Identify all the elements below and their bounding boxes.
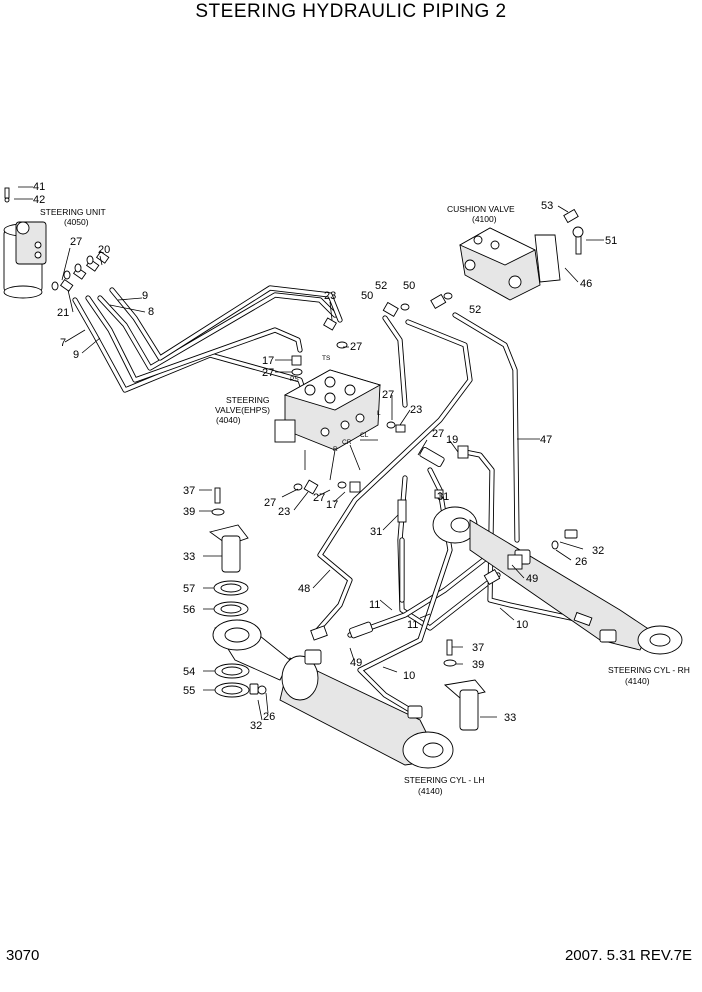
callout-51: 51 xyxy=(605,235,617,247)
callout-50: 50 xyxy=(403,280,415,292)
callout-37: 37 xyxy=(472,642,484,654)
callout-19: 19 xyxy=(446,434,458,446)
callout-27-b: 27 xyxy=(432,428,444,440)
cushion-valve xyxy=(459,208,584,301)
callout-32: 32 xyxy=(250,720,262,732)
callout-41: 41 xyxy=(33,181,45,193)
callout-53: 53 xyxy=(541,200,553,212)
steering-unit xyxy=(3,187,47,299)
leader-lines xyxy=(14,186,604,721)
callout-23: 23 xyxy=(324,290,336,302)
callout-37: 37 xyxy=(183,485,195,497)
callout-21: 21 xyxy=(57,307,69,319)
callout-20: 20 xyxy=(98,244,110,256)
steering-unit-ref: (4050) xyxy=(64,217,89,227)
steering-valve-ref: (4040) xyxy=(216,415,241,425)
callout-39: 39 xyxy=(472,659,484,671)
callout-labels: 41 42 27 20 9 8 7 9 21 23 50 52 50 52 27… xyxy=(33,181,617,732)
callout-26: 26 xyxy=(575,556,587,568)
callout-57: 57 xyxy=(183,583,195,595)
steering-valve-label-2: VALVE(EHPS) xyxy=(215,405,270,415)
callout-47: 47 xyxy=(540,434,552,446)
port-cr: CR xyxy=(342,439,352,446)
callout-26: 26 xyxy=(263,711,275,723)
callout-31: 31 xyxy=(370,526,382,538)
page-title: STEERING HYDRAULIC PIPING 2 xyxy=(195,1,507,22)
port-r: R xyxy=(333,446,338,453)
steering-valve xyxy=(274,369,382,481)
steering-cyl-lh-label: STEERING CYL - LH xyxy=(404,775,484,785)
callout-11: 11 xyxy=(407,619,418,631)
steering-valve-label-1: STEERING xyxy=(226,395,269,405)
pin-assembly-right xyxy=(443,639,486,731)
port-ps: PS xyxy=(290,376,299,383)
callout-39: 39 xyxy=(183,506,195,518)
callout-9: 9 xyxy=(73,349,79,361)
callout-33: 33 xyxy=(504,712,516,724)
callout-27: 27 xyxy=(70,236,82,248)
callout-17: 17 xyxy=(262,355,274,367)
callout-17: 17 xyxy=(326,499,338,511)
callout-46: 46 xyxy=(580,278,592,290)
revision-date: 2007. 5.31 REV.7E xyxy=(564,947,692,964)
callout-55: 55 xyxy=(183,685,195,697)
callout-50: 50 xyxy=(361,290,373,302)
port-l: L xyxy=(377,410,381,417)
callout-23: 23 xyxy=(278,506,290,518)
component-labels: STEERING UNIT (4050) CUSHION VALVE (4100… xyxy=(40,204,690,796)
callout-56: 56 xyxy=(183,604,195,616)
callout-42: 42 xyxy=(33,194,45,206)
callout-52: 52 xyxy=(375,280,387,292)
callout-49: 49 xyxy=(350,657,362,669)
unit-fittings xyxy=(51,251,110,292)
callout-27: 27 xyxy=(382,389,394,401)
steering-cyl-lh-ref: (4140) xyxy=(418,786,443,796)
steering-cyl-rh-ref: (4140) xyxy=(625,676,650,686)
callout-48: 48 xyxy=(298,583,310,595)
callout-32: 32 xyxy=(592,545,604,557)
port-ts: TS xyxy=(322,355,331,362)
cushion-valve-ref: (4100) xyxy=(472,214,497,224)
pin-assembly-left xyxy=(208,487,250,698)
callout-33: 33 xyxy=(183,551,195,563)
steering-unit-label: STEERING UNIT xyxy=(40,207,106,217)
callout-8: 8 xyxy=(148,306,154,318)
callout-31: 31 xyxy=(437,491,449,503)
callout-10: 10 xyxy=(403,670,415,682)
callout-52: 52 xyxy=(469,304,481,316)
steering-cyl-rh-label: STEERING CYL - RH xyxy=(608,665,690,675)
port-labels: TS PS L R CR CL xyxy=(290,355,381,453)
cushion-valve-label: CUSHION VALVE xyxy=(447,204,515,214)
callout-23: 23 xyxy=(410,404,422,416)
callout-54: 54 xyxy=(183,666,195,678)
callout-27: 27 xyxy=(264,497,276,509)
misc-fittings xyxy=(291,292,593,641)
steering-cylinder-lh xyxy=(212,619,454,769)
callout-11: 11 xyxy=(369,599,380,611)
callout-49: 49 xyxy=(526,573,538,585)
callout-7: 7 xyxy=(60,337,66,349)
callout-27: 27 xyxy=(313,492,325,504)
callout-27: 27 xyxy=(262,367,274,379)
pipe-group xyxy=(72,285,583,713)
port-cl: CL xyxy=(360,432,369,439)
steering-cylinder-rh xyxy=(432,506,683,655)
callout-9: 9 xyxy=(142,290,148,302)
callout-27: 27 xyxy=(350,341,362,353)
page-number: 3070 xyxy=(6,947,40,964)
pipe-48 xyxy=(315,319,473,633)
callout-10: 10 xyxy=(516,619,528,631)
